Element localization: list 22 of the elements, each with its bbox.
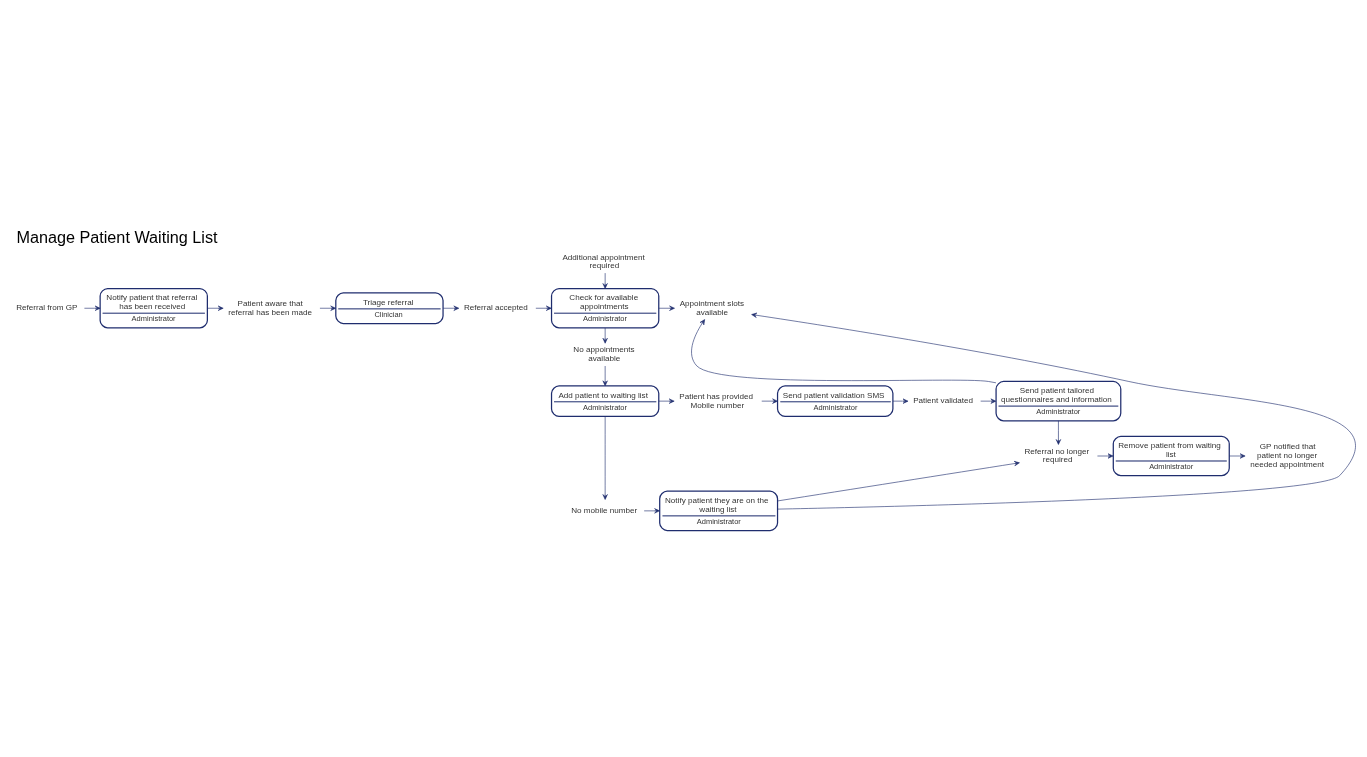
arrow [442, 305, 460, 311]
diagram-title: Manage Patient Waiting List [16, 227, 218, 246]
arrow [658, 398, 675, 404]
arrow [777, 460, 1020, 501]
arrow [602, 365, 608, 386]
arrow [1229, 452, 1246, 459]
arrow [751, 312, 1356, 509]
arrow [602, 327, 608, 344]
arrow [207, 305, 224, 311]
arrow [535, 305, 552, 311]
arrow [980, 398, 997, 404]
arrow [1055, 420, 1061, 445]
arrow [691, 318, 997, 383]
arrow [84, 305, 101, 311]
arrow [602, 415, 608, 500]
arrow [643, 507, 660, 513]
arrow [761, 398, 778, 404]
arrow [602, 272, 608, 289]
arrow [658, 305, 675, 311]
arrow [892, 398, 909, 404]
arrow [1097, 452, 1114, 459]
arrow [319, 305, 336, 311]
